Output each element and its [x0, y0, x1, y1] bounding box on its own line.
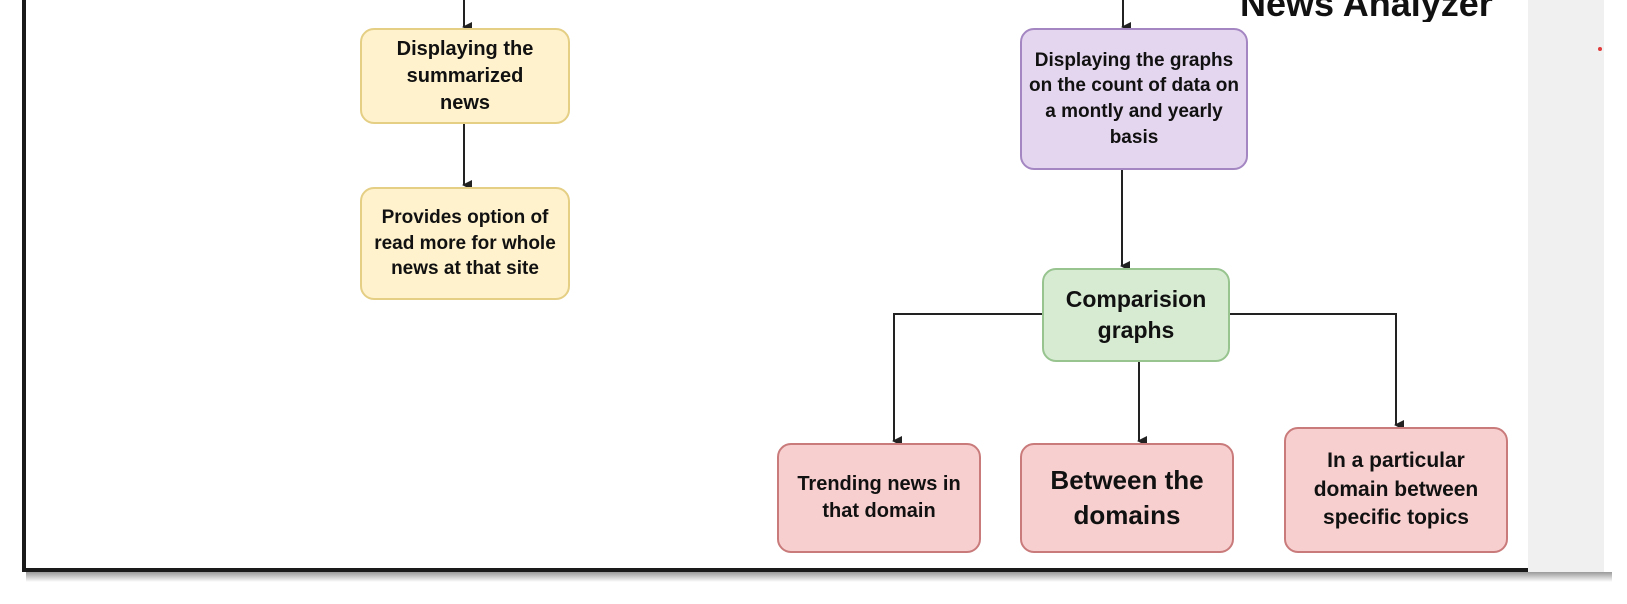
- node-label: In a particular domain between specific …: [1313, 449, 1479, 530]
- node-comparision-graphs: Comparision graphs: [1042, 268, 1230, 362]
- frame-shadow: [26, 572, 1612, 582]
- node-displaying-summarized-news: Displaying the summarized news: [360, 28, 570, 124]
- node-label: Provides option of read more for whole n…: [374, 207, 556, 280]
- node-label: Comparision graphs: [1065, 285, 1207, 343]
- node-label: Between the domains: [1050, 464, 1204, 530]
- arrow-comparision-to-trending: [892, 313, 1042, 446]
- arrow-comparision-to-particular: [1230, 313, 1404, 430]
- node-label: Displaying the graphs on the count of da…: [1028, 49, 1240, 148]
- node-displaying-graphs: Displaying the graphs on the count of da…: [1020, 28, 1248, 170]
- node-trending-news: Trending news in that domain: [777, 443, 981, 553]
- node-label: Trending news in that domain: [797, 473, 961, 522]
- side-panel-strip: [1528, 0, 1604, 572]
- red-marker-dot: [1598, 47, 1602, 51]
- node-between-domains: Between the domains: [1020, 443, 1234, 553]
- node-label: Displaying the summarized news: [396, 37, 534, 114]
- node-particular-domain: In a particular domain between specific …: [1284, 427, 1508, 553]
- diagram-title: News Analyzer: [1240, 0, 1493, 22]
- node-read-more-option: Provides option of read more for whole n…: [360, 187, 570, 300]
